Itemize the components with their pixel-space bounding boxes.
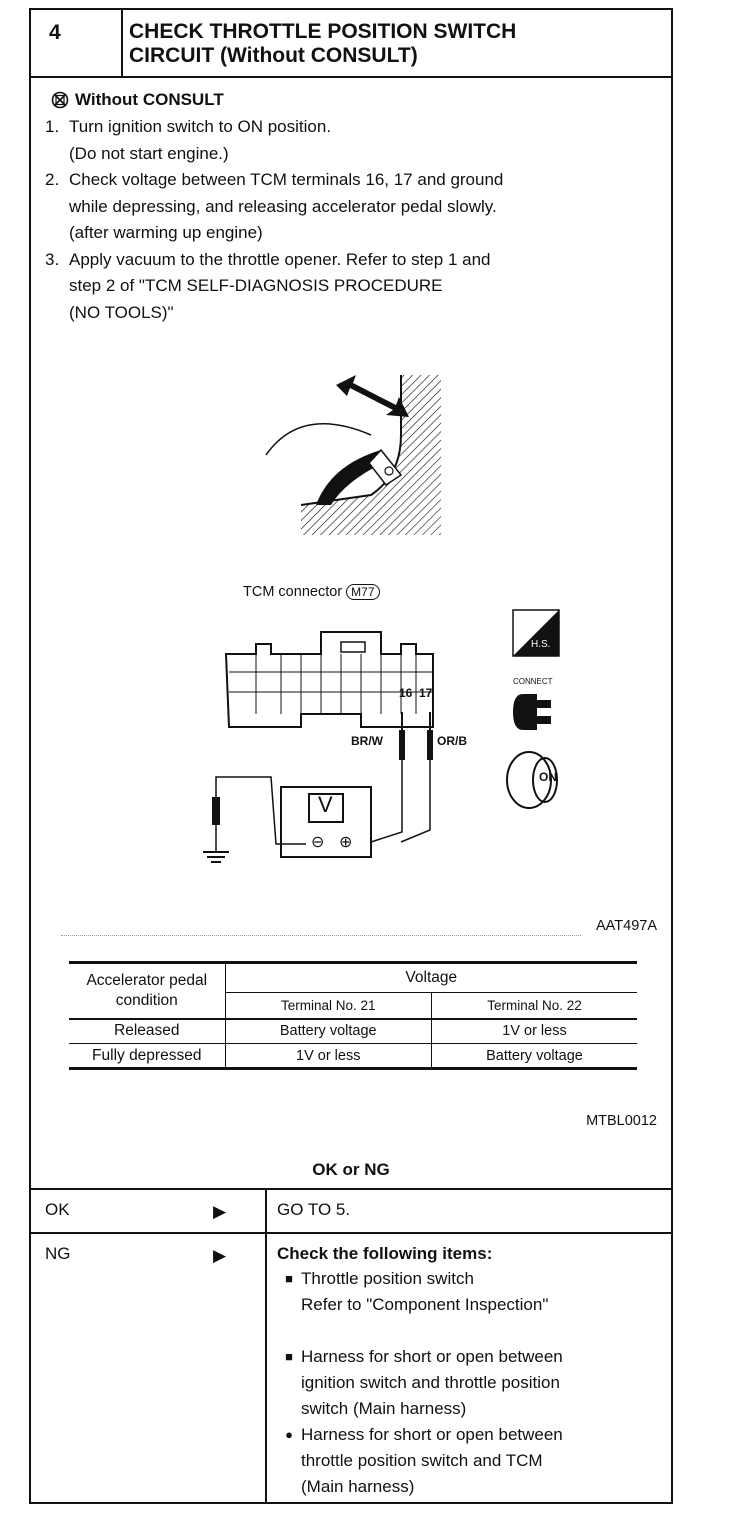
minus-terminal-icon: ⊖	[311, 834, 325, 851]
hs-icon: H.S.	[531, 639, 551, 650]
subheading-text: Without CONSULT	[75, 90, 224, 109]
step-number: 4	[31, 10, 123, 76]
arrow-right-icon: ▶	[213, 1246, 227, 1265]
result-ng-key: NG	[45, 1244, 71, 1263]
table-row: Fully depressed 1V or less Battery volta…	[69, 1043, 637, 1069]
connector-diagram: TCM connector M77	[161, 582, 631, 882]
result-ng-row: NG ▶ Check the following items: ■Throttl…	[31, 1232, 671, 1504]
terminal-16-label: 16	[399, 686, 413, 700]
bullet-icon: ■	[285, 1349, 293, 1364]
table-header-voltage: Voltage	[405, 969, 458, 986]
list-item: ●Harness for short or open between throt…	[277, 1422, 669, 1500]
voltmeter-symbol: V	[318, 792, 333, 817]
list-item: 3.Apply vacuum to the throttle opener. R…	[45, 249, 491, 322]
table-row: Released Battery voltage 1V or less	[69, 1017, 637, 1044]
step-title: CHECK THROTTLE POSITION SWITCH CIRCUIT (…	[129, 20, 517, 67]
accelerator-pedal-illustration	[265, 375, 441, 535]
result-ng-action: Check the following items: ■Throttle pos…	[265, 1234, 669, 1504]
ignition-key-icon: ON	[539, 770, 557, 784]
terminal-17-label: 17	[419, 686, 433, 700]
double-arrow-icon	[336, 375, 409, 417]
table-header-condition: Accelerator pedal condition	[69, 962, 226, 1019]
ng-check-list: ■Throttle position switch Refer to "Comp…	[277, 1266, 669, 1500]
wiring-graphic	[203, 609, 560, 863]
table-header-terminal-a: Terminal No. 21	[225, 992, 432, 1019]
plus-terminal-icon: ⊕	[339, 834, 353, 851]
procedure-sheet: 4 CHECK THROTTLE POSITION SWITCH CIRCUIT…	[29, 8, 673, 1504]
arrow-right-icon: ▶	[213, 1202, 227, 1221]
result-ok-action: GO TO 5.	[265, 1190, 669, 1232]
result-ok-row: OK ▶ GO TO 5.	[31, 1188, 671, 1232]
wire-a-label: BR/W	[351, 734, 383, 748]
ng-heading: Check the following items:	[277, 1244, 493, 1263]
connector-label: TCM connector M77	[243, 584, 380, 600]
list-item: 1.Turn ignition switch to ON position. (…	[45, 117, 332, 163]
result-ok-key: OK	[45, 1200, 70, 1219]
ok-ng-title: OK or NG	[312, 1160, 390, 1179]
bullet-icon: ■	[285, 1271, 293, 1286]
voltage-table: Accelerator pedal condition Voltage Term…	[69, 961, 637, 1070]
table-caption: MTBL0012	[586, 1113, 657, 1129]
step-list: 1.Turn ignition switch to ON position. (…	[45, 114, 660, 326]
connector-id-badge: M77	[346, 584, 380, 600]
divider	[61, 935, 581, 936]
list-item: ■Throttle position switch Refer to "Comp…	[277, 1266, 669, 1318]
wire-b-label: OR/B	[437, 734, 467, 748]
bullet-icon: ●	[285, 1427, 293, 1442]
subheading: Without CONSULT	[51, 90, 224, 110]
spacer	[277, 1318, 669, 1344]
list-item: ■Harness for short or open between ignit…	[277, 1344, 669, 1422]
no-consult-icon	[51, 91, 69, 109]
connect-icon: CONNECT	[513, 677, 553, 686]
table-header-terminal-b: Terminal No. 22	[431, 992, 637, 1019]
figure-caption: AAT497A	[596, 918, 657, 934]
list-item: 2.Check voltage between TCM terminals 16…	[45, 170, 504, 242]
step-header: 4 CHECK THROTTLE POSITION SWITCH CIRCUIT…	[31, 10, 671, 78]
